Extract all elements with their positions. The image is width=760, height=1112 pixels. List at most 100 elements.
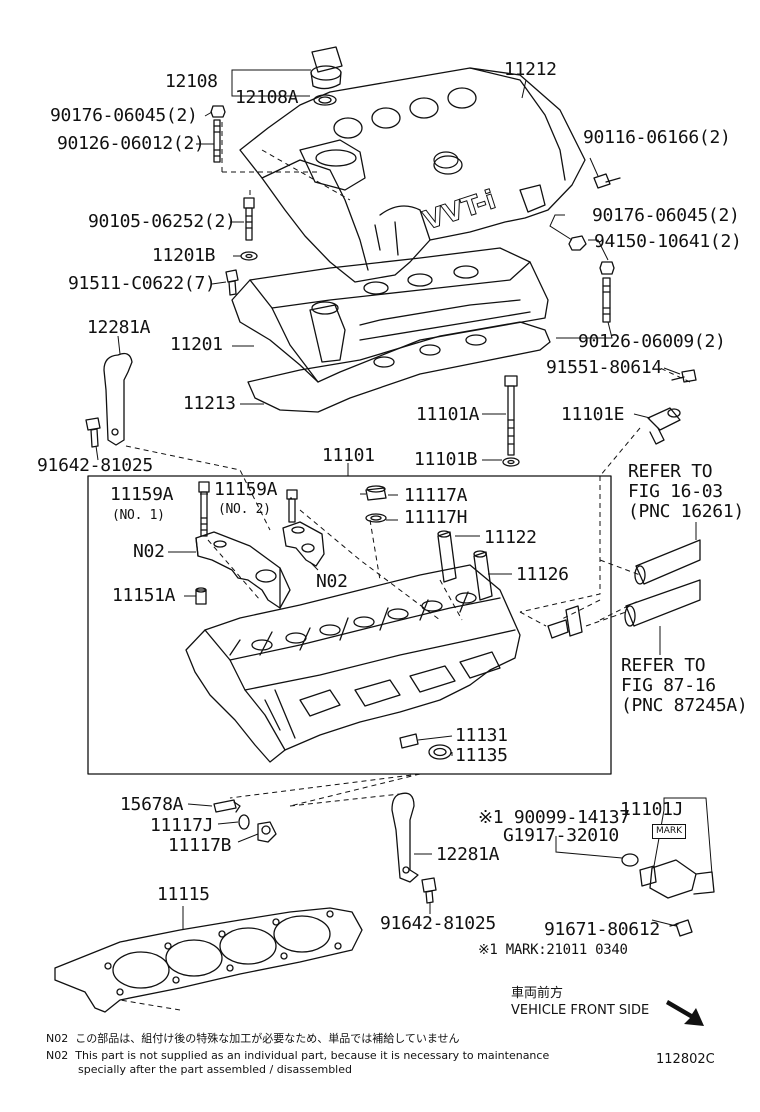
part-label-N02-left: N02 <box>133 541 165 562</box>
cover-vvti-text: VVT-i <box>420 185 500 236</box>
head-gasket-11115 <box>54 907 363 1013</box>
part-label-11117J: 11117J <box>150 815 214 836</box>
plug-11117A <box>365 485 387 501</box>
part-label-90116-06166: 90116-06166(2) <box>583 127 731 148</box>
tube-11122 <box>437 530 457 583</box>
part-label-94150-10641: 94150-10641(2) <box>594 231 742 252</box>
mark-footnote: ※1 MARK:21011 0340 <box>478 942 628 958</box>
union-15678A <box>213 799 241 813</box>
front-side-label-en: VEHICLE FRONT SIDE <box>511 1003 650 1018</box>
note-n02-en-line1: N02 This part is not supplied as an indi… <box>46 1049 550 1062</box>
gasket-11117H <box>365 513 387 523</box>
washer-11101B <box>502 457 520 467</box>
part-label-12281A-lower: 12281A <box>436 844 500 865</box>
plug-11131 <box>399 733 419 749</box>
part-label-91551-80614: 91551-80614 <box>546 357 662 378</box>
part-label-11117A: 11117A <box>404 485 468 506</box>
reference-note-fig-16-03: REFER TO FIG 16-03 (PNC 16261) <box>628 461 744 522</box>
oil-filler-cap-12108 <box>310 46 343 106</box>
part-label-11213: 11213 <box>183 393 236 414</box>
bolt-91642-81025-lower <box>421 877 437 904</box>
part-label-11131: 11131 <box>455 725 508 746</box>
pin-11151A <box>195 587 207 605</box>
o-ring-g1917-32010 <box>621 853 639 867</box>
front-direction-arrow-icon <box>666 1000 704 1026</box>
part-sub-label-no2: (NO. 2) <box>218 502 271 517</box>
reference-note-fig-87-16: REFER TO FIG 87-16 (PNC 87245A) <box>621 655 748 716</box>
nut-90176-06045-left <box>210 105 226 118</box>
part-label-11159A-no1: 11159A <box>110 484 174 505</box>
nut-90176-06045-right <box>568 235 587 251</box>
part-label-11101J: 11101J <box>620 799 684 820</box>
stud-90126-06009 <box>602 277 611 323</box>
part-label-90176-06045-right: 90176-06045(2) <box>592 205 740 226</box>
bolt-90105-06252 <box>243 197 255 241</box>
bolt-11159A-no1 <box>198 481 210 537</box>
note-n02-en-line2: specially after the part assembled / dis… <box>78 1063 352 1076</box>
engine-hanger-12281A-upper <box>103 352 133 446</box>
sensor-11101E <box>647 407 681 445</box>
drawing-code: 112802C <box>656 1052 715 1067</box>
part-label-12108A: 12108A <box>235 87 299 108</box>
bolt-91511-C0622 <box>225 269 239 296</box>
part-label-11201: 11201 <box>170 334 223 355</box>
part-label-90176-06045-left: 90176-06045(2) <box>50 105 198 126</box>
part-label-11101: 11101 <box>322 445 375 466</box>
part-label-N02-right: N02 <box>316 571 348 592</box>
bolt-11159A-no2 <box>286 489 298 523</box>
part-label-11101E: 11101E <box>561 404 625 425</box>
bolt-91642-81025-upper <box>85 417 101 448</box>
engine-hanger-12281A-lower <box>391 792 419 883</box>
note-n02-jp: N02 この部品は、組付け後の特殊な加工が必要なため、単品では補給していません <box>46 1032 460 1045</box>
tube-11126 <box>473 550 493 601</box>
part-sub-label-no1: (NO. 1) <box>112 508 165 523</box>
part-label-11159A-no2: 11159A <box>214 479 278 500</box>
grommet-11201B <box>240 251 258 261</box>
part-label-G1917-32010: G1917-32010 <box>503 825 619 846</box>
cylinder-head-11101 <box>185 564 521 763</box>
camshaft-bearing-cap-no1 <box>195 531 291 609</box>
part-label-91642-81025-lower: 91642-81025 <box>380 913 496 934</box>
part-label-90126-06009: 90126-06009(2) <box>578 331 726 352</box>
engine-cover-11212 <box>239 67 586 283</box>
part-label-12281A-upper: 12281A <box>87 317 151 338</box>
dashed-guides <box>119 120 691 1011</box>
bolt-91551-80614 <box>671 369 697 383</box>
part-label-11122: 11122 <box>484 527 537 548</box>
part-label-90126-06012: 90126-06012(2) <box>57 133 205 154</box>
bolt-90116-06166 <box>593 173 621 189</box>
part-label-91511-C0622: 91511-C0622(7) <box>68 273 216 294</box>
part-label-11212: 11212 <box>504 59 557 80</box>
part-label-11101A: 11101A <box>416 404 480 425</box>
part-label-90105-06252: 90105-06252(2) <box>88 211 236 232</box>
front-side-label-jp: 車両前方 <box>511 986 564 1001</box>
part-label-11117H: 11117H <box>404 507 468 528</box>
union-pipe <box>547 605 583 639</box>
part-label-11115: 11115 <box>157 884 210 905</box>
head-cover-gasket-11213 <box>247 321 551 413</box>
plug-11117B <box>257 821 277 843</box>
part-label-11201B: 11201B <box>152 245 216 266</box>
hose-refer-16-03 <box>634 539 701 585</box>
bolt-91671-80612 <box>669 919 693 937</box>
mark-tag: MARK <box>652 824 687 839</box>
part-label-11151A: 11151A <box>112 585 176 606</box>
toyota-emblem-icon <box>433 151 459 169</box>
part-label-91642-81025-upper: 91642-81025 <box>37 455 153 476</box>
part-label-12108: 12108 <box>165 71 218 92</box>
part-label-11117B: 11117B <box>168 835 232 856</box>
part-label-11135: 11135 <box>455 745 508 766</box>
part-label-11126: 11126 <box>516 564 569 585</box>
gasket-11117J <box>238 814 250 830</box>
hose-refer-87-16 <box>624 579 701 627</box>
leader-lines <box>95 69 713 930</box>
grommet-94150-10641 <box>599 261 615 275</box>
part-label-90099-14137: ※1 90099-14137 <box>478 807 630 828</box>
ring-11135 <box>428 744 452 760</box>
bolt-11101A <box>504 375 518 456</box>
cylinder-head-cover-11201 <box>231 247 549 383</box>
stud-90126-06012 <box>213 119 221 163</box>
camshaft-bearing-cap-no2 <box>282 521 325 567</box>
part-label-11101B: 11101B <box>414 449 478 470</box>
